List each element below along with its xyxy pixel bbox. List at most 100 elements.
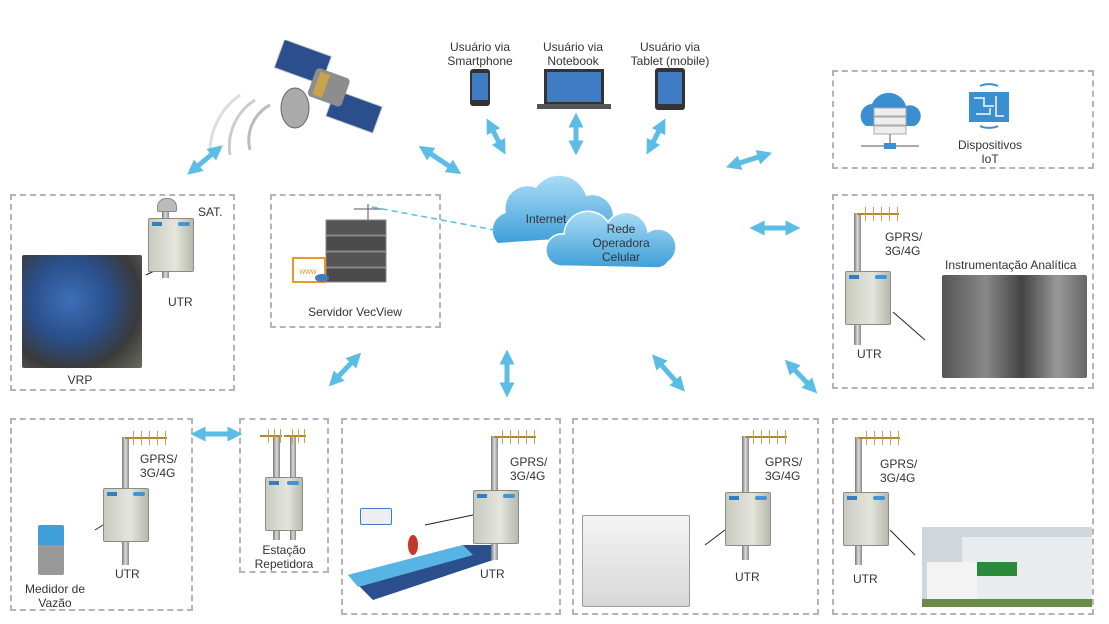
vrp-valve-photo (22, 255, 142, 368)
iot-box (832, 70, 1094, 169)
label-line: 3G/4G (510, 469, 546, 483)
antenna-element (157, 431, 158, 445)
label-line: 3G/4G (140, 466, 176, 480)
vrp-label: VRP (67, 373, 93, 387)
gprs-label: GPRS/3G/4G (140, 452, 177, 480)
bidirectional-arrow (646, 118, 666, 155)
sat-label: SAT. (198, 205, 223, 219)
label-line: GPRS/ (765, 455, 803, 469)
label-line: Notebook (547, 54, 599, 68)
bidirectional-arrow (418, 145, 462, 175)
utr-label: UTR (853, 572, 878, 586)
antenna-element (777, 430, 778, 444)
utr-cabinet (845, 271, 891, 325)
label-line: GPRS/ (880, 457, 918, 471)
label-line: Smartphone (447, 54, 513, 68)
flow-meter-photo (38, 525, 64, 575)
yagi-antenna-icon (745, 436, 787, 438)
label-line: IoT (981, 152, 999, 166)
bidirectional-arrow (784, 359, 818, 394)
antenna-element (761, 430, 762, 444)
label-line: 3G/4G (880, 471, 916, 485)
antenna-element (898, 431, 899, 445)
label-line: Repetidora (254, 557, 314, 571)
antenna-element (502, 430, 503, 444)
internet-cloud (492, 175, 677, 269)
server-label: Servidor VecView (308, 305, 402, 319)
channel-site-box (341, 418, 561, 615)
label-line: Operadora (592, 236, 650, 250)
yagi-antenna-icon (857, 213, 899, 215)
utr-cabinet (265, 477, 303, 531)
www-label: www (299, 267, 317, 276)
antenna-element (280, 429, 281, 443)
utr-label: UTR (115, 567, 140, 581)
antenna-element (165, 431, 166, 445)
notebook-icon (537, 69, 611, 109)
antenna-element (292, 429, 293, 443)
analytic-instruments-photo (942, 275, 1087, 378)
antenna-element (873, 207, 874, 221)
generator-site-box (572, 418, 819, 615)
vrp-site-box (10, 194, 235, 391)
satellite-icon (208, 40, 383, 156)
label-line: GPRS/ (510, 455, 548, 469)
tank-site-box (832, 418, 1094, 615)
utr-label: UTR (857, 347, 882, 361)
yagi-antenna-icon (858, 437, 900, 439)
petrobras-tanks-photo (922, 527, 1092, 607)
utr-cabinet (473, 490, 519, 544)
label-line: Usuário via (449, 40, 511, 54)
cloud-server-icon (860, 92, 921, 149)
label-line: 3G/4G (885, 244, 921, 258)
label-line: GPRS/ (885, 230, 923, 244)
bidirectional-arrow (652, 354, 685, 392)
yagi-antenna-icon (284, 435, 306, 437)
gprs-label: GPRS/3G/4G (765, 455, 802, 483)
gprs-label: GPRS/3G/4G (880, 457, 917, 485)
yagi-antenna-icon (125, 437, 167, 439)
utr-cabinet (103, 488, 149, 542)
antenna-element (890, 431, 891, 445)
server-cloud-dashed-link (371, 206, 496, 231)
repeater-site-box (239, 418, 329, 573)
antenna-element (133, 431, 134, 445)
antenna-element (889, 207, 890, 221)
utr-label: UTR (168, 295, 193, 309)
label-line: Usuário via (542, 40, 604, 54)
label-line: Celular (601, 250, 640, 264)
utr-cabinet (725, 492, 771, 546)
water-channel-illustration (348, 535, 493, 600)
bidirectional-arrow (328, 352, 362, 387)
antenna-element (149, 431, 150, 445)
antenna-element (534, 430, 535, 444)
antenna-element (510, 430, 511, 444)
antenna-element (897, 207, 898, 221)
iot-chip-icon (969, 83, 1009, 129)
antenna-element (881, 207, 882, 221)
label-line: GPRS/ (140, 452, 178, 466)
generator-photo (582, 515, 690, 607)
gprs-label: GPRS/3G/4G (510, 455, 547, 483)
label-line: Medidor de (24, 582, 86, 596)
label-line: Estação (262, 543, 306, 557)
antenna-element (865, 207, 866, 221)
utr-cabinet (148, 218, 194, 272)
analytic-site-box (832, 194, 1094, 389)
antenna-element (141, 431, 142, 445)
analytic-title: Instrumentação Analítica (945, 258, 1077, 272)
antenna-element (274, 429, 275, 443)
label-line: Rede (606, 222, 636, 236)
label-line: 3G/4G (765, 469, 801, 483)
utr-cabinet (843, 492, 889, 546)
label-line: Tablet (mobile) (630, 54, 710, 68)
utr-label: UTR (480, 567, 505, 581)
bidirectional-arrow (725, 150, 773, 170)
